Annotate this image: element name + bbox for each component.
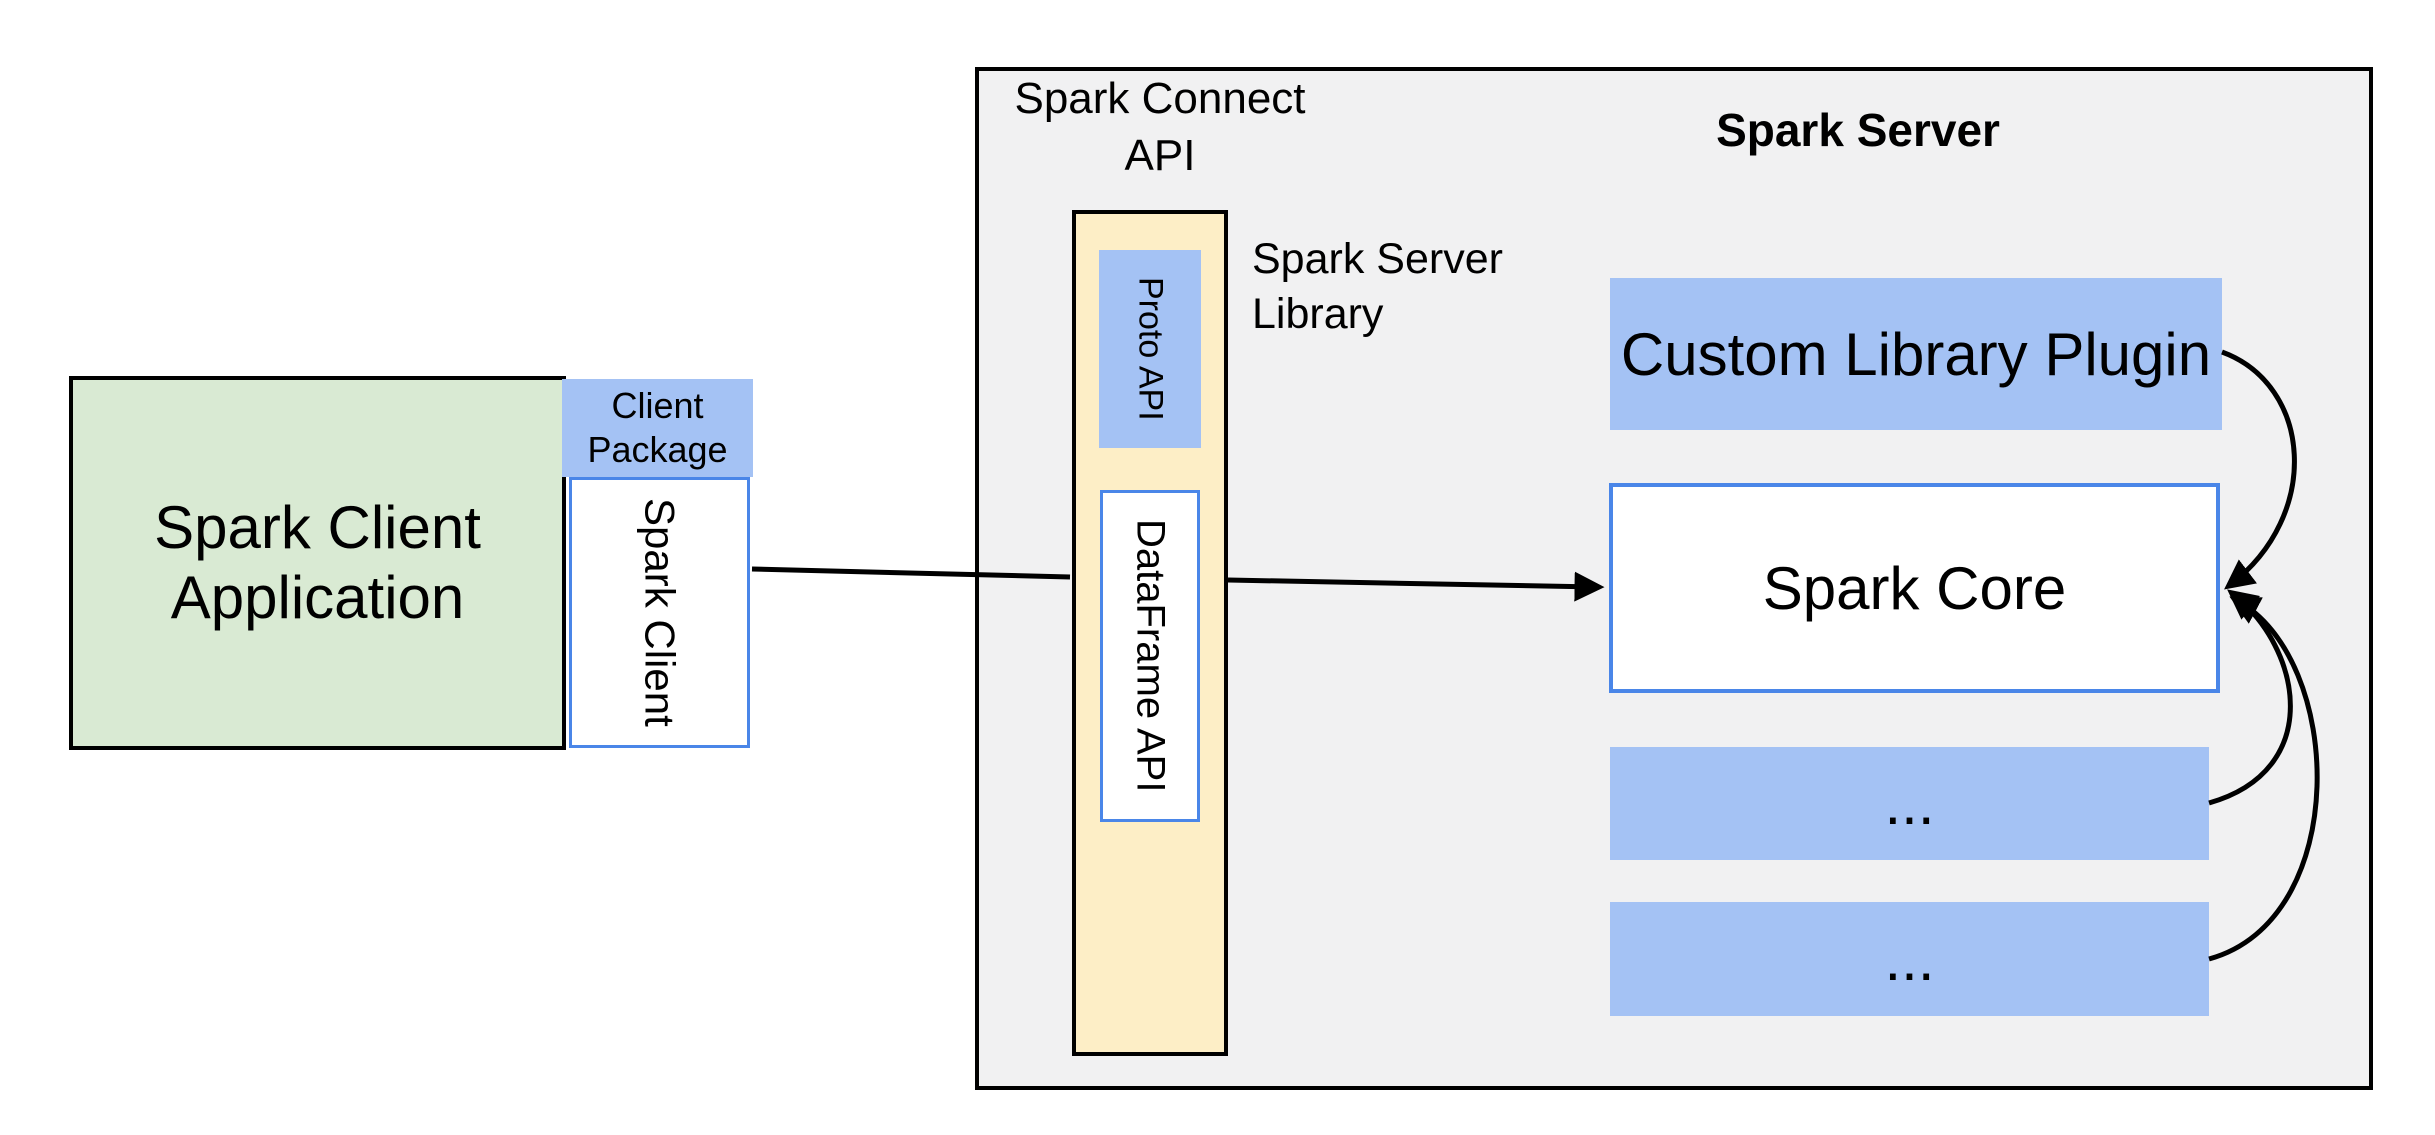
- spark-client-application-box: Spark Client Application: [69, 376, 566, 750]
- custom-library-plugin-box: Custom Library Plugin: [1610, 278, 2222, 430]
- plugin-placeholder-box-2: ...: [1610, 902, 2209, 1016]
- client-package-box: Client Package: [562, 379, 753, 477]
- spark-client-label: Spark Client: [636, 498, 684, 727]
- spark-server-title: Spark Server: [1716, 104, 2000, 156]
- client-package-label: Client Package: [587, 385, 728, 470]
- spark-core-label: Spark Core: [1762, 554, 2067, 622]
- ellipsis-label: ...: [1884, 925, 1935, 993]
- proto-api-box: Proto API: [1099, 250, 1201, 448]
- dataframe-api-label: DataFrame API: [1128, 519, 1173, 793]
- spark-client-application-label: Spark Client Application: [154, 494, 481, 631]
- spark-connect-api-title: Spark Connect API: [1014, 74, 1306, 180]
- ellipsis-label: ...: [1884, 770, 1935, 837]
- spark-client-box: Spark Client: [569, 477, 750, 748]
- spark-core-box: Spark Core: [1609, 483, 2220, 693]
- custom-library-plugin-label: Custom Library Plugin: [1620, 320, 2212, 388]
- proto-api-label: Proto API: [1131, 277, 1170, 421]
- dataframe-api-box: DataFrame API: [1100, 490, 1200, 822]
- plugin-placeholder-box-1: ...: [1610, 747, 2209, 860]
- spark-server-library-label: Spark Server Library: [1252, 235, 1503, 338]
